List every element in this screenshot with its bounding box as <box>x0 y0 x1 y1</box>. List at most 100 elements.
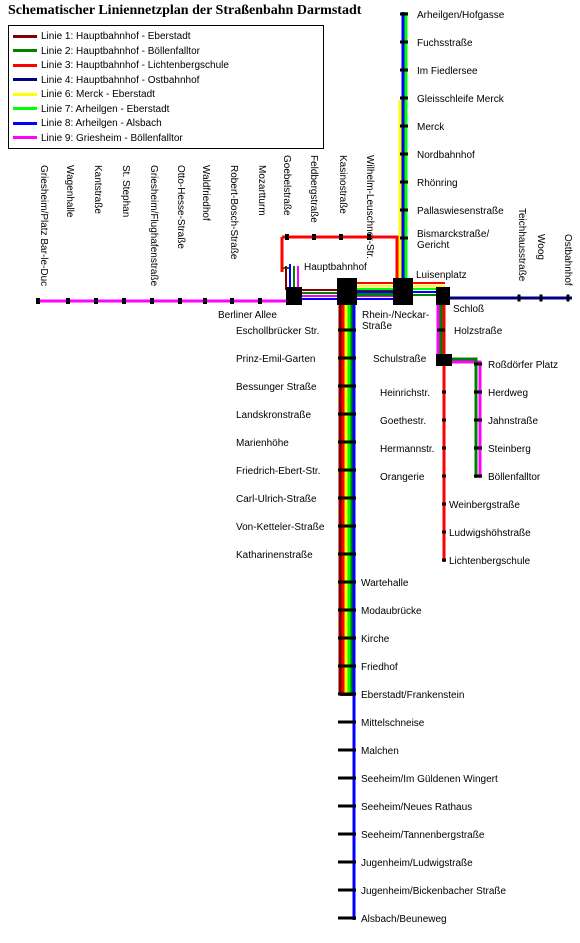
station-label: Eschollbrücker Str. <box>236 326 319 337</box>
station-label: Hermannstr. <box>380 444 434 455</box>
legend-entry: Linie 1: Hauptbahnhof - Eberstadt <box>13 31 191 45</box>
station-label: Luisenplatz <box>416 270 467 281</box>
station-marker <box>338 720 356 724</box>
station-marker <box>442 530 446 534</box>
legend-entry: Linie 4: Hauptbahnhof - Ostbahnhof <box>13 75 199 89</box>
station-label: Griesheim/Flughafenstraße <box>148 165 159 287</box>
station-marker <box>338 580 356 584</box>
legend-route: Hauptbahnhof - Eberstadt <box>76 31 191 42</box>
station-label: Prinz-Emil-Garten <box>236 354 315 365</box>
station-marker <box>36 298 40 304</box>
legend-label: Linie <box>41 60 65 71</box>
station-label: Arheilgen/Hofgasse <box>417 10 505 21</box>
station-label: Modaubrücke <box>361 606 422 617</box>
legend-swatch <box>13 136 37 140</box>
station-label: Roßdörfer Platz <box>488 360 558 371</box>
station-label: Jugenheim/Ludwigstraße <box>361 858 473 869</box>
station-label: Weinbergstraße <box>449 500 520 511</box>
legend-route: Merck - Eberstadt <box>76 89 155 100</box>
station-label: Bismarckstraße/Gericht <box>417 229 489 251</box>
legend-entry: Linie 8: Arheilgen - Alsbach <box>13 118 162 132</box>
legend-route: Arheilgen - Eberstadt <box>75 103 170 115</box>
track-line2 <box>441 357 478 478</box>
station-marker <box>338 384 356 388</box>
legend-entry: Linie 9: Griesheim - Böllenfalltor <box>13 133 183 147</box>
hub-marker <box>337 278 357 305</box>
station-marker <box>338 468 356 472</box>
station-label: Schloß <box>453 304 484 315</box>
station-marker <box>230 298 234 304</box>
station-marker <box>312 234 316 240</box>
legend-entry: Linie 6: Merck - Eberstadt <box>13 89 155 103</box>
station-marker <box>442 558 446 562</box>
station-label: Berliner Allee <box>218 310 277 321</box>
station-marker <box>338 412 356 416</box>
station-label: Jugenheim/Bickenbacher Straße <box>361 886 507 897</box>
station-marker <box>400 152 408 156</box>
legend-label: Linie <box>41 31 65 42</box>
hub-marker <box>436 354 452 366</box>
station-marker <box>338 916 356 920</box>
station-marker <box>400 208 408 212</box>
station-marker <box>474 474 482 478</box>
station-marker <box>338 608 356 612</box>
station-label: Seeheim/Im Güldenen Wingert <box>361 774 498 785</box>
station-label: Kirche <box>361 634 390 645</box>
station-marker <box>338 440 356 444</box>
legend-swatch <box>13 92 37 96</box>
legend-number: 3: <box>64 60 77 71</box>
legend-route: Hauptbahnhof - Ostbahnhof <box>76 74 200 86</box>
station-marker <box>338 328 356 332</box>
station-marker <box>338 636 356 640</box>
station-label: Alsbach/Beuneweg <box>361 914 447 925</box>
station-marker <box>442 502 446 506</box>
legend-swatch <box>13 78 37 82</box>
station-marker <box>400 68 408 72</box>
station-label: Von-Ketteler-Straße <box>236 522 325 533</box>
station-marker <box>339 234 343 240</box>
station-marker <box>203 298 207 304</box>
station-label: Im Fiedlersee <box>417 66 478 77</box>
station-label: Mozartturm <box>256 165 267 216</box>
station-label: Otto-Hesse-Straße <box>175 165 186 249</box>
legend-label: Linie <box>41 74 65 86</box>
station-marker <box>150 298 154 304</box>
station-marker <box>338 860 356 864</box>
legend-swatch <box>13 34 37 38</box>
station-label: Fuchsstraße <box>417 38 473 49</box>
station-marker <box>474 390 482 394</box>
station-marker <box>442 418 446 422</box>
station-label: Jahnstraße <box>488 416 538 427</box>
station-marker <box>474 362 482 366</box>
station-label: Steinberg <box>488 444 531 455</box>
station-label: Rhein-/Neckar-Straße <box>362 310 429 332</box>
station-label: Lichtenbergschule <box>449 556 531 567</box>
station-marker <box>442 474 446 478</box>
station-label: Merck <box>417 122 445 133</box>
legend-label: Linie <box>41 89 65 100</box>
station-label: Schulstraße <box>373 354 427 365</box>
legend-number: 8: <box>64 118 76 129</box>
station-marker <box>338 888 356 892</box>
legend-number: 6: <box>64 89 77 100</box>
station-label: Goebelstraße <box>281 155 292 216</box>
station-marker <box>66 298 70 304</box>
legend-label: Linie <box>41 103 65 115</box>
legend-swatch <box>13 63 37 67</box>
station-label: Carl-Ulrich-Straße <box>236 494 317 505</box>
legend-number: 1: <box>64 31 77 42</box>
station-label: Mittelschneise <box>361 718 425 729</box>
station-marker <box>400 236 408 240</box>
legend-number: 4: <box>64 74 77 86</box>
legend-entry: Linie 3: Hauptbahnhof - Lichtenbergschul… <box>13 60 229 74</box>
legend-number: 9: <box>64 132 77 144</box>
station-marker <box>474 446 482 450</box>
legend-label: Linie <box>41 132 65 144</box>
station-label: Ludwigshöhstraße <box>449 528 531 539</box>
station-marker <box>400 40 408 44</box>
legend-swatch <box>13 121 37 125</box>
station-marker <box>400 96 408 100</box>
station-marker <box>400 12 408 16</box>
station-marker <box>338 832 356 836</box>
station-label: Gleisschleife Merck <box>417 94 505 105</box>
